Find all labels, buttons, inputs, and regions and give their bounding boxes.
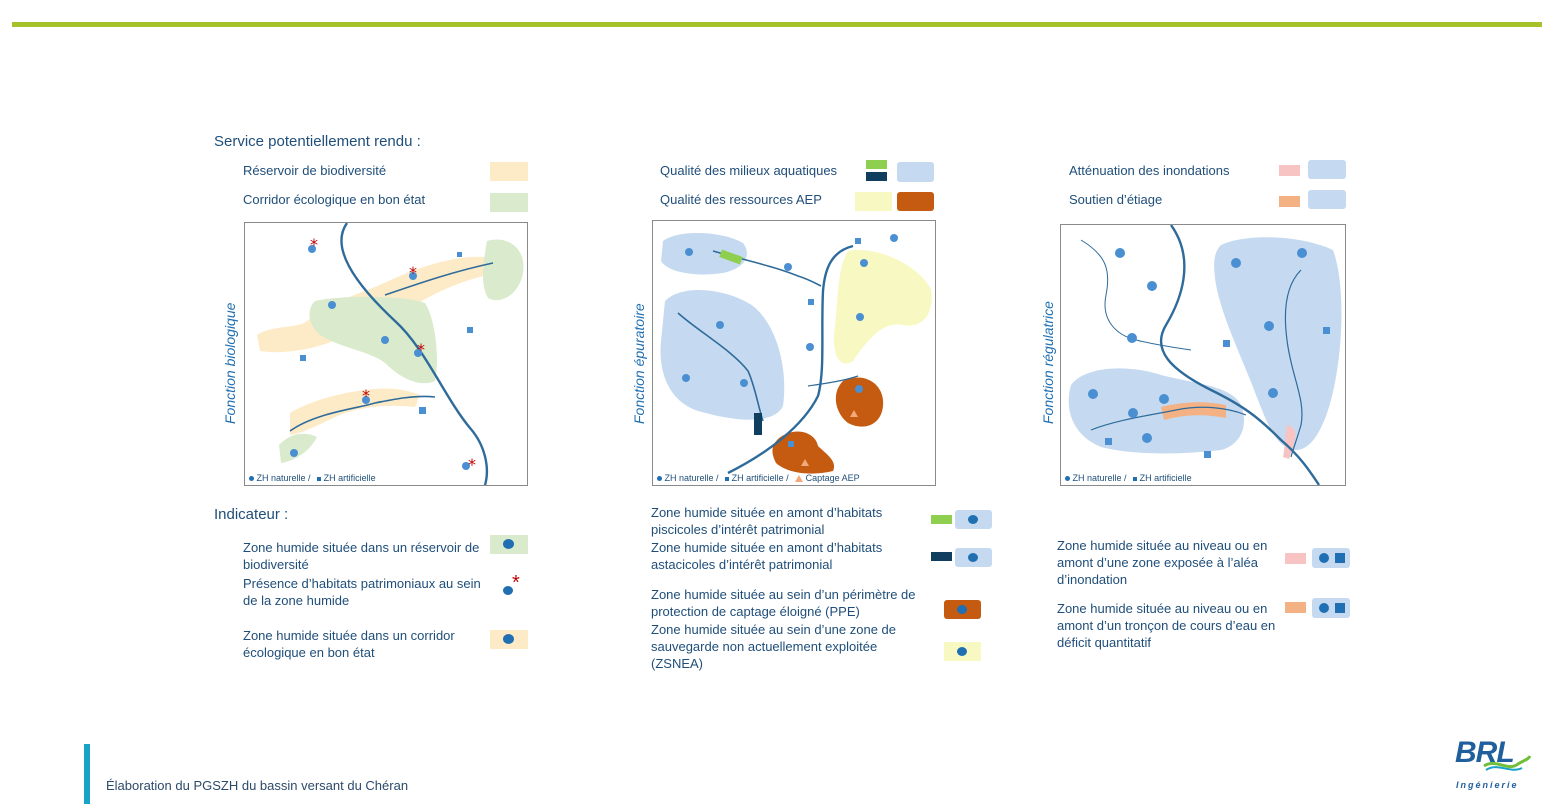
indicator-deficit-bar	[1285, 602, 1306, 613]
zh-point-icon	[503, 539, 514, 549]
legend-flood-label: Atténuation des inondations	[1069, 163, 1230, 178]
indicator-reservoir-swatch	[490, 535, 528, 554]
svg-text:*: *	[468, 455, 476, 474]
zh-naturelle-icon	[249, 476, 254, 482]
navy-bar-swatch	[866, 172, 887, 181]
indicator-piscicoles-swatch	[955, 510, 992, 529]
svg-text:*: *	[409, 263, 417, 282]
indicator-habitats-swatch: *	[503, 572, 525, 598]
legend-reservoir-label: Réservoir de biodiversité	[243, 163, 387, 178]
brl-logo: BRL Ingénierie	[1452, 736, 1534, 794]
indicator-zsnea: Zone humide située au sein d’une zone de…	[651, 622, 897, 671]
indicator-inondation-swatch	[1312, 548, 1350, 568]
legend-corridor-label: Corridor écologique en bon état	[243, 192, 426, 207]
logo-wave-icon	[1483, 755, 1532, 771]
map2-legend: ZH naturelle / ZH artificielle / Captage…	[657, 473, 860, 483]
zh-point-icon	[503, 586, 513, 595]
footer-title: Élaboration du PGSZH du bassin versant d…	[106, 778, 409, 793]
green-bar-swatch	[866, 160, 887, 169]
map2-legend-nat: ZH naturelle /	[664, 473, 719, 483]
map3-legend-art: ZH artificielle	[1139, 473, 1192, 483]
indicator-zsnea-swatch	[944, 642, 981, 661]
flood-zone-swatch	[1308, 160, 1346, 179]
zh-artificielle-icon	[1133, 476, 1138, 481]
map-biologique: * * * * * ZH naturelle / ZH artificielle	[244, 222, 528, 486]
axis-label-epuratoire: Fonction épuratoire	[631, 303, 647, 424]
reservoir-swatch	[490, 162, 528, 181]
star-icon: *	[512, 572, 520, 594]
svg-text:*: *	[310, 235, 318, 254]
zh-point-icon	[1319, 603, 1329, 613]
zh-artificielle-icon	[317, 476, 322, 481]
indicator-piscicoles: Zone humide située en amont d’habitats p…	[651, 505, 883, 537]
header-accent-bar	[12, 22, 1542, 27]
legend-aep-label: Qualité des ressources AEP	[660, 192, 822, 207]
map-regulatrice: ZH naturelle / ZH artificielle	[1060, 224, 1346, 486]
map2-legend-aep: Captage AEP	[805, 473, 860, 483]
indicator-corridor: Zone humide située dans un corridor écol…	[243, 628, 455, 660]
indicator-ppe: Zone humide située au sein d’un périmètr…	[651, 587, 916, 619]
flood-swatch	[1279, 165, 1300, 176]
map-epuratoire: ZH naturelle / ZH artificielle / Captage…	[652, 220, 936, 486]
axis-label-regulatrice: Fonction régulatrice	[1040, 301, 1056, 424]
map1-legend-nat: ZH naturelle /	[256, 473, 311, 483]
corridor-swatch	[490, 193, 528, 212]
zh-naturelle-icon	[1065, 476, 1070, 482]
service-title: Service potentiellement rendu :	[214, 133, 421, 150]
map2-legend-art: ZH artificielle /	[731, 473, 789, 483]
zh-point-icon	[957, 647, 967, 656]
axis-label-biologique: Fonction biologique	[222, 302, 238, 424]
map1-legend: ZH naturelle / ZH artificielle	[249, 473, 376, 483]
legend-aquatic-label: Qualité des milieux aquatiques	[660, 163, 838, 178]
ppe-swatch	[897, 192, 934, 211]
footer-accent-bar	[84, 744, 90, 804]
indicator-inondation-bar	[1285, 553, 1306, 564]
indicator-deficit-swatch	[1312, 598, 1350, 618]
aquatic-swatch	[897, 162, 934, 182]
map3-legend-nat: ZH naturelle /	[1072, 473, 1127, 483]
svg-text:*: *	[362, 386, 370, 405]
map3-legend: ZH naturelle / ZH artificielle	[1065, 473, 1192, 483]
indicator-reservoir: Zone humide située dans un réservoir de …	[243, 540, 480, 572]
zh-point-icon	[503, 634, 514, 644]
zh-point-icon	[968, 515, 978, 524]
svg-text:*: *	[417, 340, 425, 359]
zh-naturelle-icon	[657, 476, 662, 482]
zh-point-icon	[957, 605, 967, 614]
indicator-astacicoles-bar	[931, 552, 952, 561]
zh-square-icon	[1335, 603, 1345, 613]
indicator-ppe-swatch	[944, 600, 981, 619]
map1-legend-art: ZH artificielle	[323, 473, 376, 483]
indicator-piscicoles-bar	[931, 515, 952, 524]
logo-text: BRL	[1455, 736, 1515, 769]
zh-point-icon	[1319, 553, 1329, 563]
logo-subtext: Ingénierie	[1456, 780, 1519, 790]
map-biologique-drawing: * * * * *	[257, 223, 524, 485]
etiage-zone-swatch	[1308, 190, 1346, 209]
etiage-swatch	[1279, 196, 1300, 207]
indicator-astacicoles: Zone humide située en amont d’habitats a…	[651, 540, 883, 572]
aep-pale-swatch	[855, 192, 892, 211]
indicator-habitats: Présence d’habitats patrimoniaux au sein…	[243, 576, 481, 608]
zh-point-icon	[968, 553, 978, 562]
indicator-inondation: Zone humide située au niveau ou en amont…	[1057, 538, 1268, 587]
indicator-astacicoles-swatch	[955, 548, 992, 567]
legend-etiage-label: Soutien d’étiage	[1069, 192, 1163, 207]
zh-square-icon	[1335, 553, 1345, 563]
zh-artificielle-icon	[725, 476, 730, 481]
captage-aep-icon	[795, 475, 804, 483]
map-epuratoire-drawing	[660, 232, 932, 475]
map-regulatrice-drawing	[1068, 225, 1342, 485]
indicator-deficit: Zone humide située au niveau ou en amont…	[1057, 601, 1276, 650]
indicator-corridor-swatch	[490, 630, 528, 649]
indicateur-title: Indicateur :	[214, 506, 289, 523]
